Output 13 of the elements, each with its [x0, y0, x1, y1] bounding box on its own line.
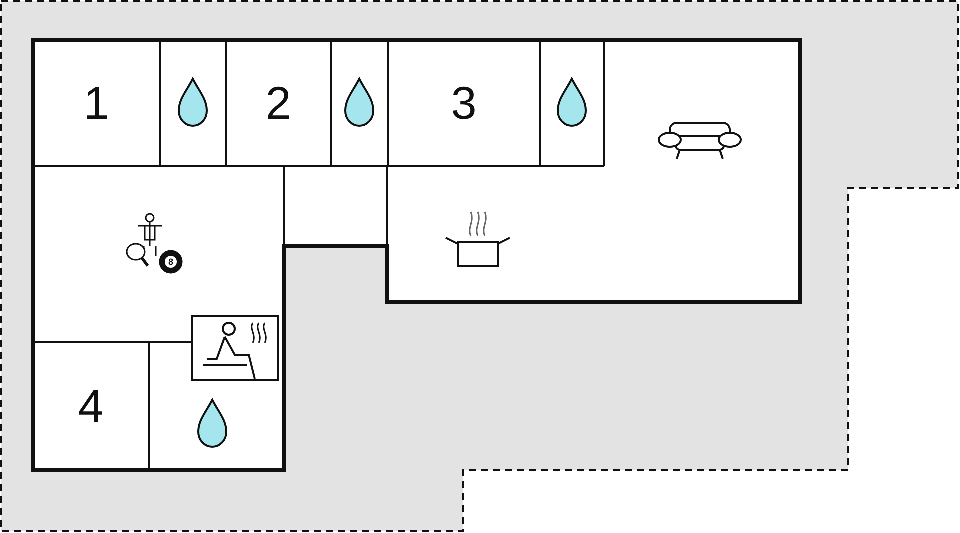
room-number: 3: [451, 76, 477, 130]
ball-number: 8: [167, 257, 174, 267]
room: [226, 40, 331, 166]
room-number: 1: [84, 76, 110, 130]
room: [388, 40, 540, 166]
room: [33, 40, 160, 166]
sauna-room: [191, 315, 279, 381]
room: [284, 166, 387, 246]
room-number: 4: [78, 379, 104, 433]
room-number: 2: [266, 76, 292, 130]
room: [388, 166, 800, 302]
room: [33, 166, 284, 342]
room: [33, 342, 149, 470]
